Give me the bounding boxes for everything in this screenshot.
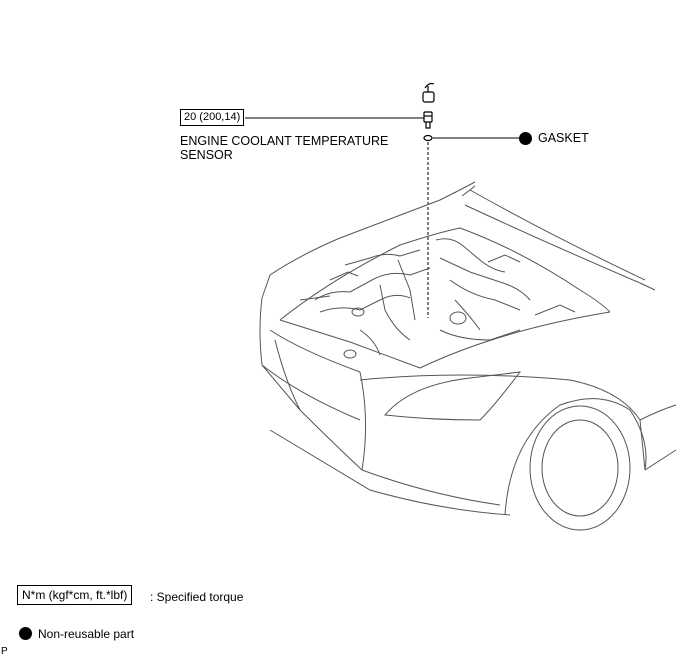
gasket-icon	[423, 134, 433, 142]
sensor-label: ENGINE COOLANT TEMPERATURE SENSOR	[180, 134, 388, 162]
legend-nonreusable-desc: Non-reusable part	[38, 627, 135, 641]
legend-nonreusable-icon	[19, 627, 32, 640]
legend-torque-units: N*m (kgf*cm, ft.*lbf)	[22, 588, 128, 602]
gasket-label: GASKET	[538, 131, 589, 145]
sensor-label-line2: SENSOR	[180, 148, 233, 162]
nonreusable-icon	[519, 132, 532, 145]
legend-torque-box: N*m (kgf*cm, ft.*lbf)	[17, 585, 133, 605]
sensor-connector-icon	[422, 82, 435, 103]
legend-torque-desc: : Specified torque	[150, 590, 244, 604]
torque-value-box: 20 (200,14)	[180, 109, 245, 126]
torque-value: 20 (200,14)	[184, 111, 241, 123]
car-front-outline	[259, 181, 677, 531]
corner-mark: P	[1, 646, 8, 657]
coolant-temperature-sensor-icon	[423, 111, 433, 129]
sensor-label-line1: ENGINE COOLANT TEMPERATURE	[180, 134, 389, 148]
